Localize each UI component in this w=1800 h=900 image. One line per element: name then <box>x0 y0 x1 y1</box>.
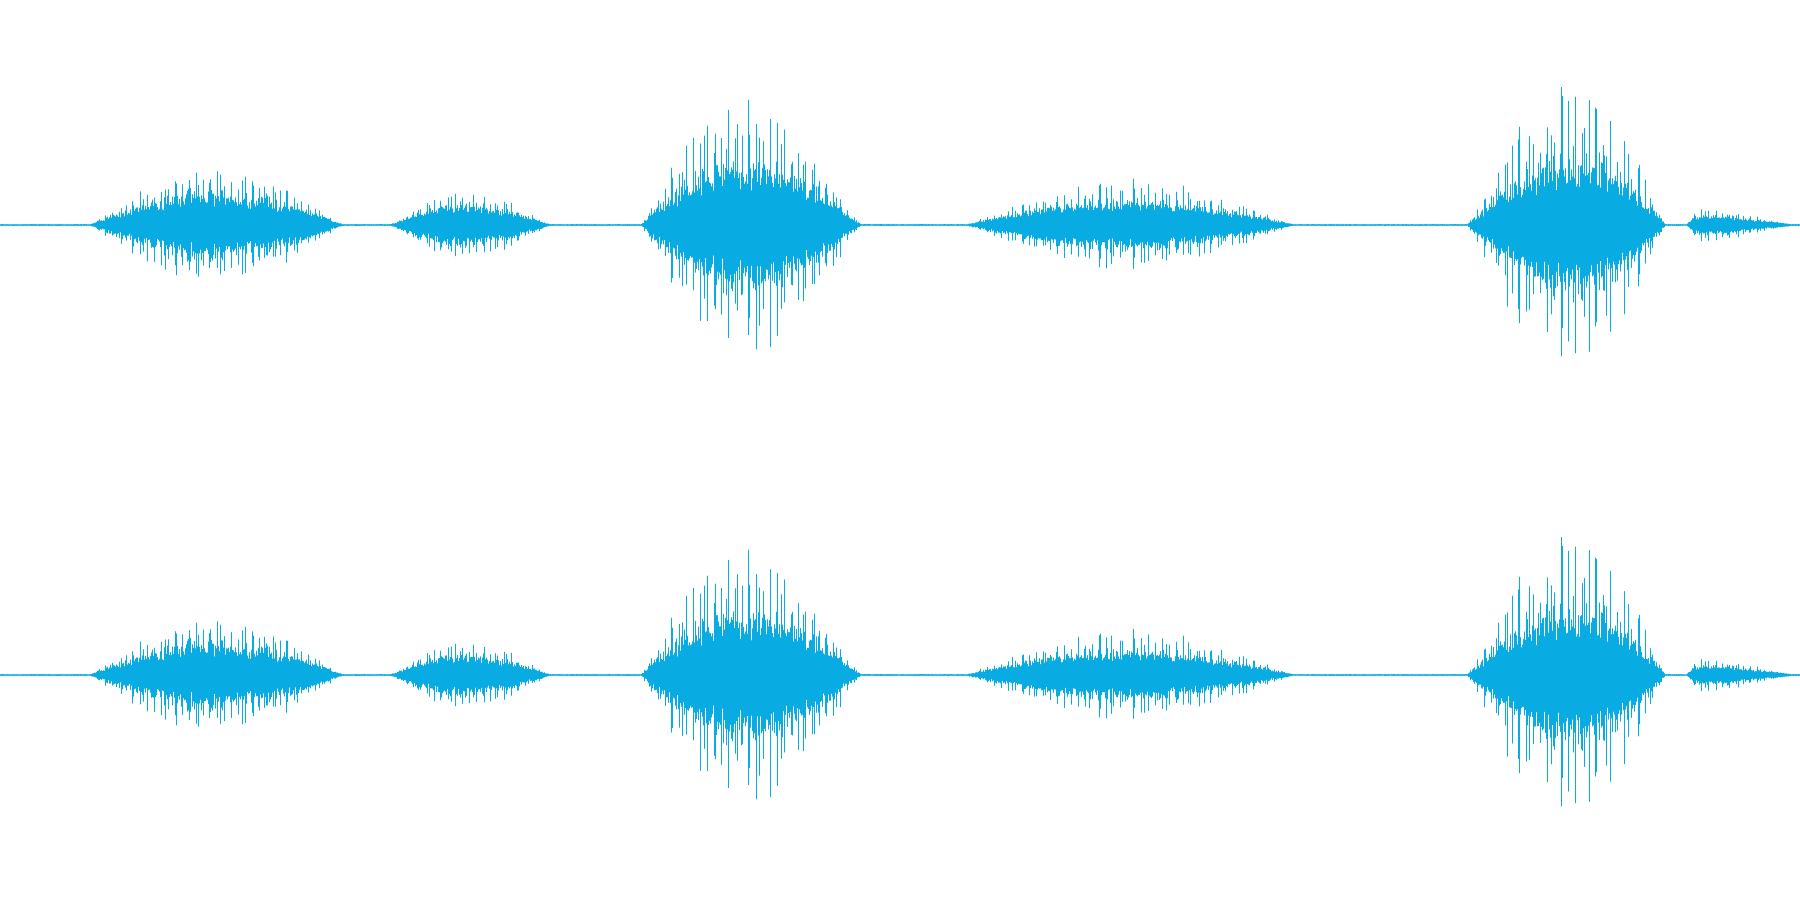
waveform-channel-1[interactable] <box>0 87 1800 357</box>
waveform-channel-2[interactable] <box>0 537 1800 807</box>
waveform-signal <box>0 537 1800 807</box>
waveform-signal <box>0 87 1800 357</box>
